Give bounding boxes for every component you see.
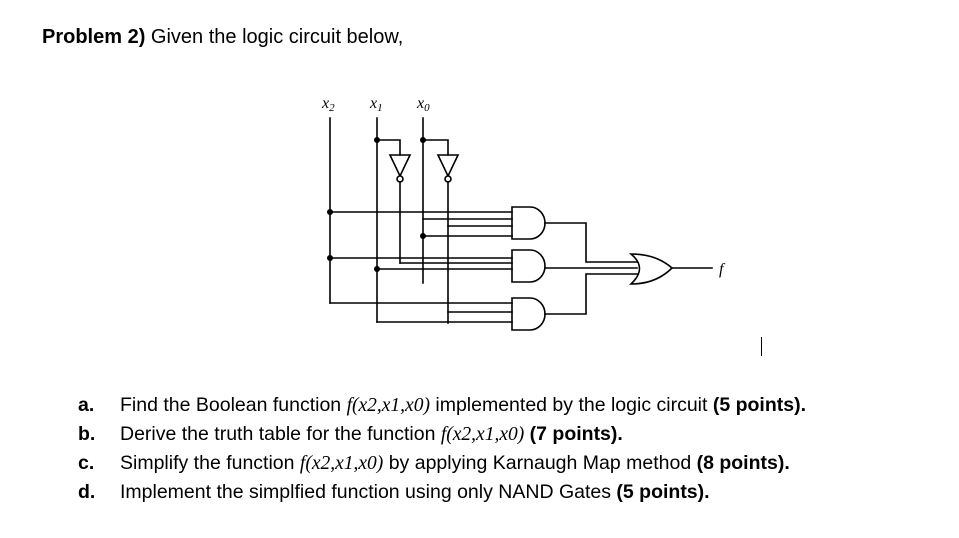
or-gate — [628, 253, 674, 285]
question-end: . — [704, 481, 710, 503]
input-label-x1: x1 — [369, 95, 383, 114]
and1-to-or — [544, 222, 638, 263]
and3-to-or — [544, 273, 638, 315]
question-marker: c. — [78, 452, 95, 474]
question-text: implemented by the logic circuit — [429, 394, 713, 416]
question-marker: a. — [78, 394, 95, 416]
question-text: by applying Karnaugh Map method — [383, 452, 697, 474]
text-cursor — [761, 337, 762, 356]
function-notation: f(x2,x1,x0) — [440, 424, 525, 445]
question-points: (8 points) — [696, 452, 785, 474]
output-label-f: f — [719, 261, 726, 278]
inverter-x1-bubble — [396, 175, 404, 183]
problem-heading: Problem 2) — [42, 26, 146, 48]
question-end: . — [617, 423, 623, 445]
question-end: . — [784, 452, 790, 474]
problem-title: Problem 2) Given the logic circuit below… — [42, 26, 403, 49]
question-b: b. Derive the truth table for the functi… — [78, 420, 806, 449]
question-marker: b. — [78, 423, 96, 445]
function-notation: f(x2,x1,x0) — [346, 395, 430, 416]
wire-x1-to-inverter — [376, 139, 401, 156]
junction-dot — [420, 233, 426, 239]
inverter-x0-bubble — [444, 175, 452, 183]
wire-x0-to-inverter — [422, 139, 449, 156]
question-text: Find the Boolean function — [120, 394, 347, 416]
question-text: Derive the truth table for the function — [120, 423, 441, 445]
inverter-x1 — [388, 154, 412, 178]
question-end: . — [800, 394, 806, 416]
question-d: d. Implement the simplfied function usin… — [78, 478, 806, 507]
junction-dot — [327, 255, 333, 261]
and-gate-1 — [511, 206, 546, 240]
junction-dot — [327, 209, 333, 215]
question-list: a. Find the Boolean function f(x2,x1,x0)… — [78, 391, 806, 507]
question-c: c. Simplify the function f(x2,x1,x0) by … — [78, 449, 806, 478]
junction-dot — [374, 266, 380, 272]
and-gate-2 — [511, 249, 546, 283]
input-label-x2: x2 — [321, 95, 335, 114]
function-notation: f(x2,x1,x0) — [299, 453, 384, 474]
question-points: (7 points) — [529, 423, 618, 445]
question-points: (5 points) — [616, 481, 705, 503]
problem-intro: Given the logic circuit below, — [150, 26, 404, 48]
junction-dot — [420, 137, 426, 143]
question-marker: d. — [78, 481, 96, 503]
and-gate-3 — [511, 297, 546, 331]
question-points: (5 points) — [712, 394, 801, 416]
junction-dot — [374, 137, 380, 143]
question-text: Implement the simplfied function using o… — [120, 481, 617, 503]
input-label-x0: x0 — [416, 95, 430, 114]
question-a: a. Find the Boolean function f(x2,x1,x0)… — [78, 391, 806, 420]
inverter-x0 — [436, 154, 460, 178]
question-text: Simplify the function — [120, 452, 300, 474]
